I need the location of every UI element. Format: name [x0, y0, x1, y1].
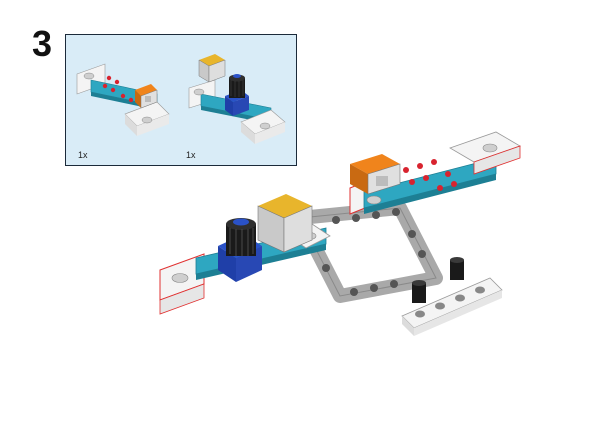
step-number: 3	[32, 23, 53, 64]
white-beam	[401, 277, 503, 336]
knob-module-lower	[159, 194, 331, 315]
part-rj11-module	[76, 63, 170, 136]
part-2-quantity: 1x	[186, 150, 196, 160]
parts-callout-box	[65, 34, 297, 166]
assembly-illustration	[159, 131, 521, 336]
black-pins	[412, 257, 464, 303]
part-knob-module	[188, 54, 286, 144]
rj11-module-upper	[349, 131, 521, 215]
part-1-quantity: 1x	[78, 150, 88, 160]
parts-illustrations	[76, 54, 286, 144]
